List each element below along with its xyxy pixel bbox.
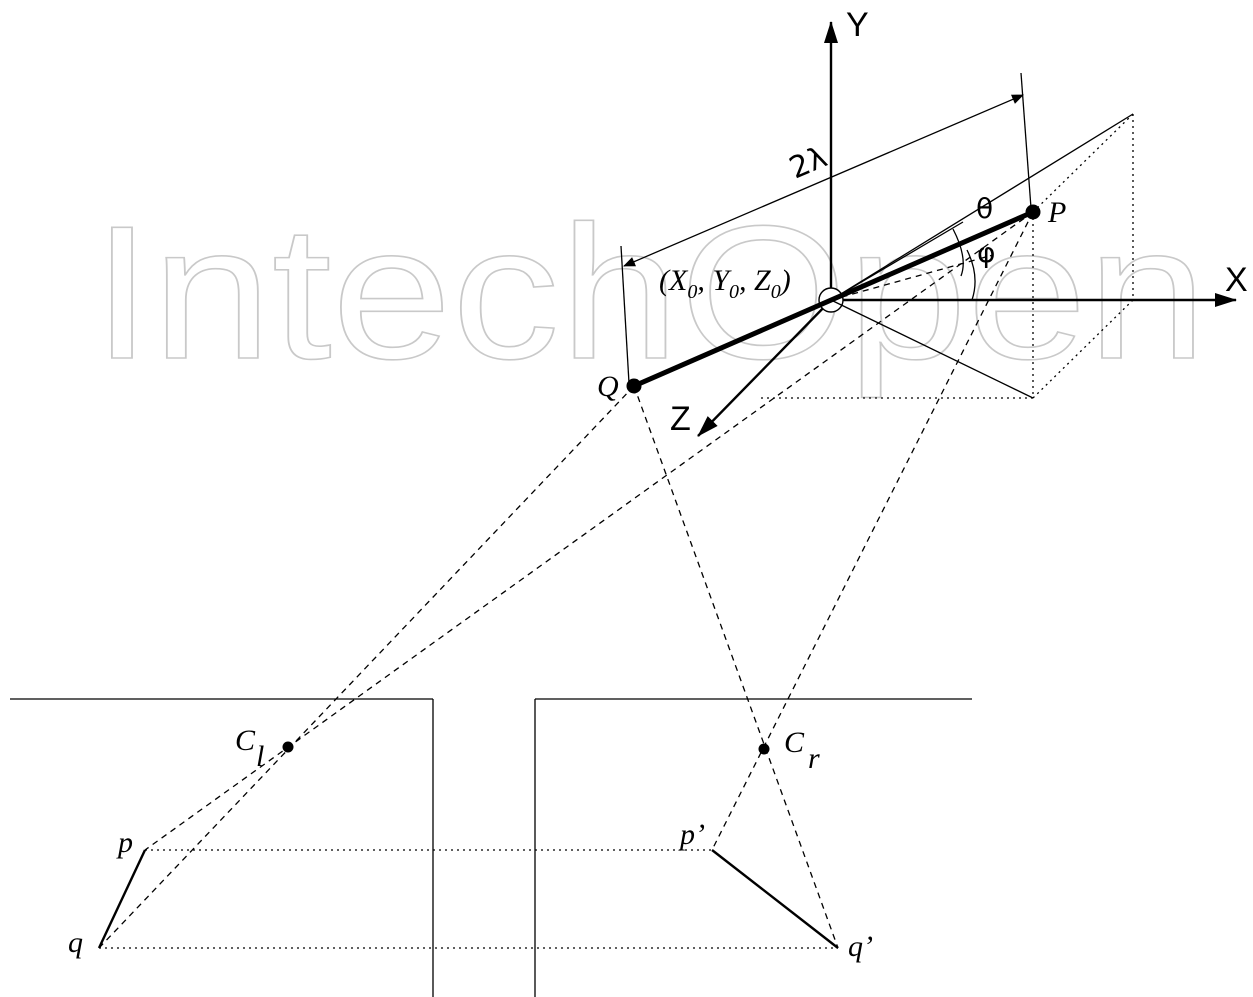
box-line [830,299,1034,399]
point-q-image-left-label: q [68,926,83,959]
y-axis-label: Y [846,6,869,44]
ray-p-right [711,211,1034,851]
point-q-label: Q [597,370,619,403]
camera-left-label: Cl [235,724,264,773]
length-dimension [620,72,1032,384]
point-q-image-right-label: q’ [848,930,873,963]
projected-segment-left [97,849,147,949]
origin-subscript-y: 0 [729,281,739,303]
camera-center-right [758,743,770,755]
dimension-line [623,94,1024,267]
watermark: IntechOpen [92,187,1207,399]
camera-right-subscript: r [808,742,820,775]
extension-line [620,245,630,384]
left-image-plane [10,698,434,997]
x-axis-label: X [1225,261,1248,299]
point-p-label: P [1047,196,1066,229]
ray-q-left [98,385,635,949]
origin-subscript-z: 0 [771,281,781,303]
right-image-plane [534,698,972,997]
theta-label: θ [976,192,993,225]
camera-left-subscript: l [256,740,264,773]
point-p-image-left-label: p [116,826,133,859]
ray-q-right [633,385,839,949]
line-segment-qp [633,209,1034,389]
origin-coordinates-label: (X0, Y0, Z0) [659,264,791,303]
z-axis [697,299,832,437]
origin-subscript-x: 0 [687,281,697,303]
projection-rays [98,211,1034,949]
camera-center-left [282,741,294,753]
z-axis-label: Z [670,400,691,438]
projected-segment-right [711,849,839,949]
point-p-image-right-label: p’ [678,818,705,851]
